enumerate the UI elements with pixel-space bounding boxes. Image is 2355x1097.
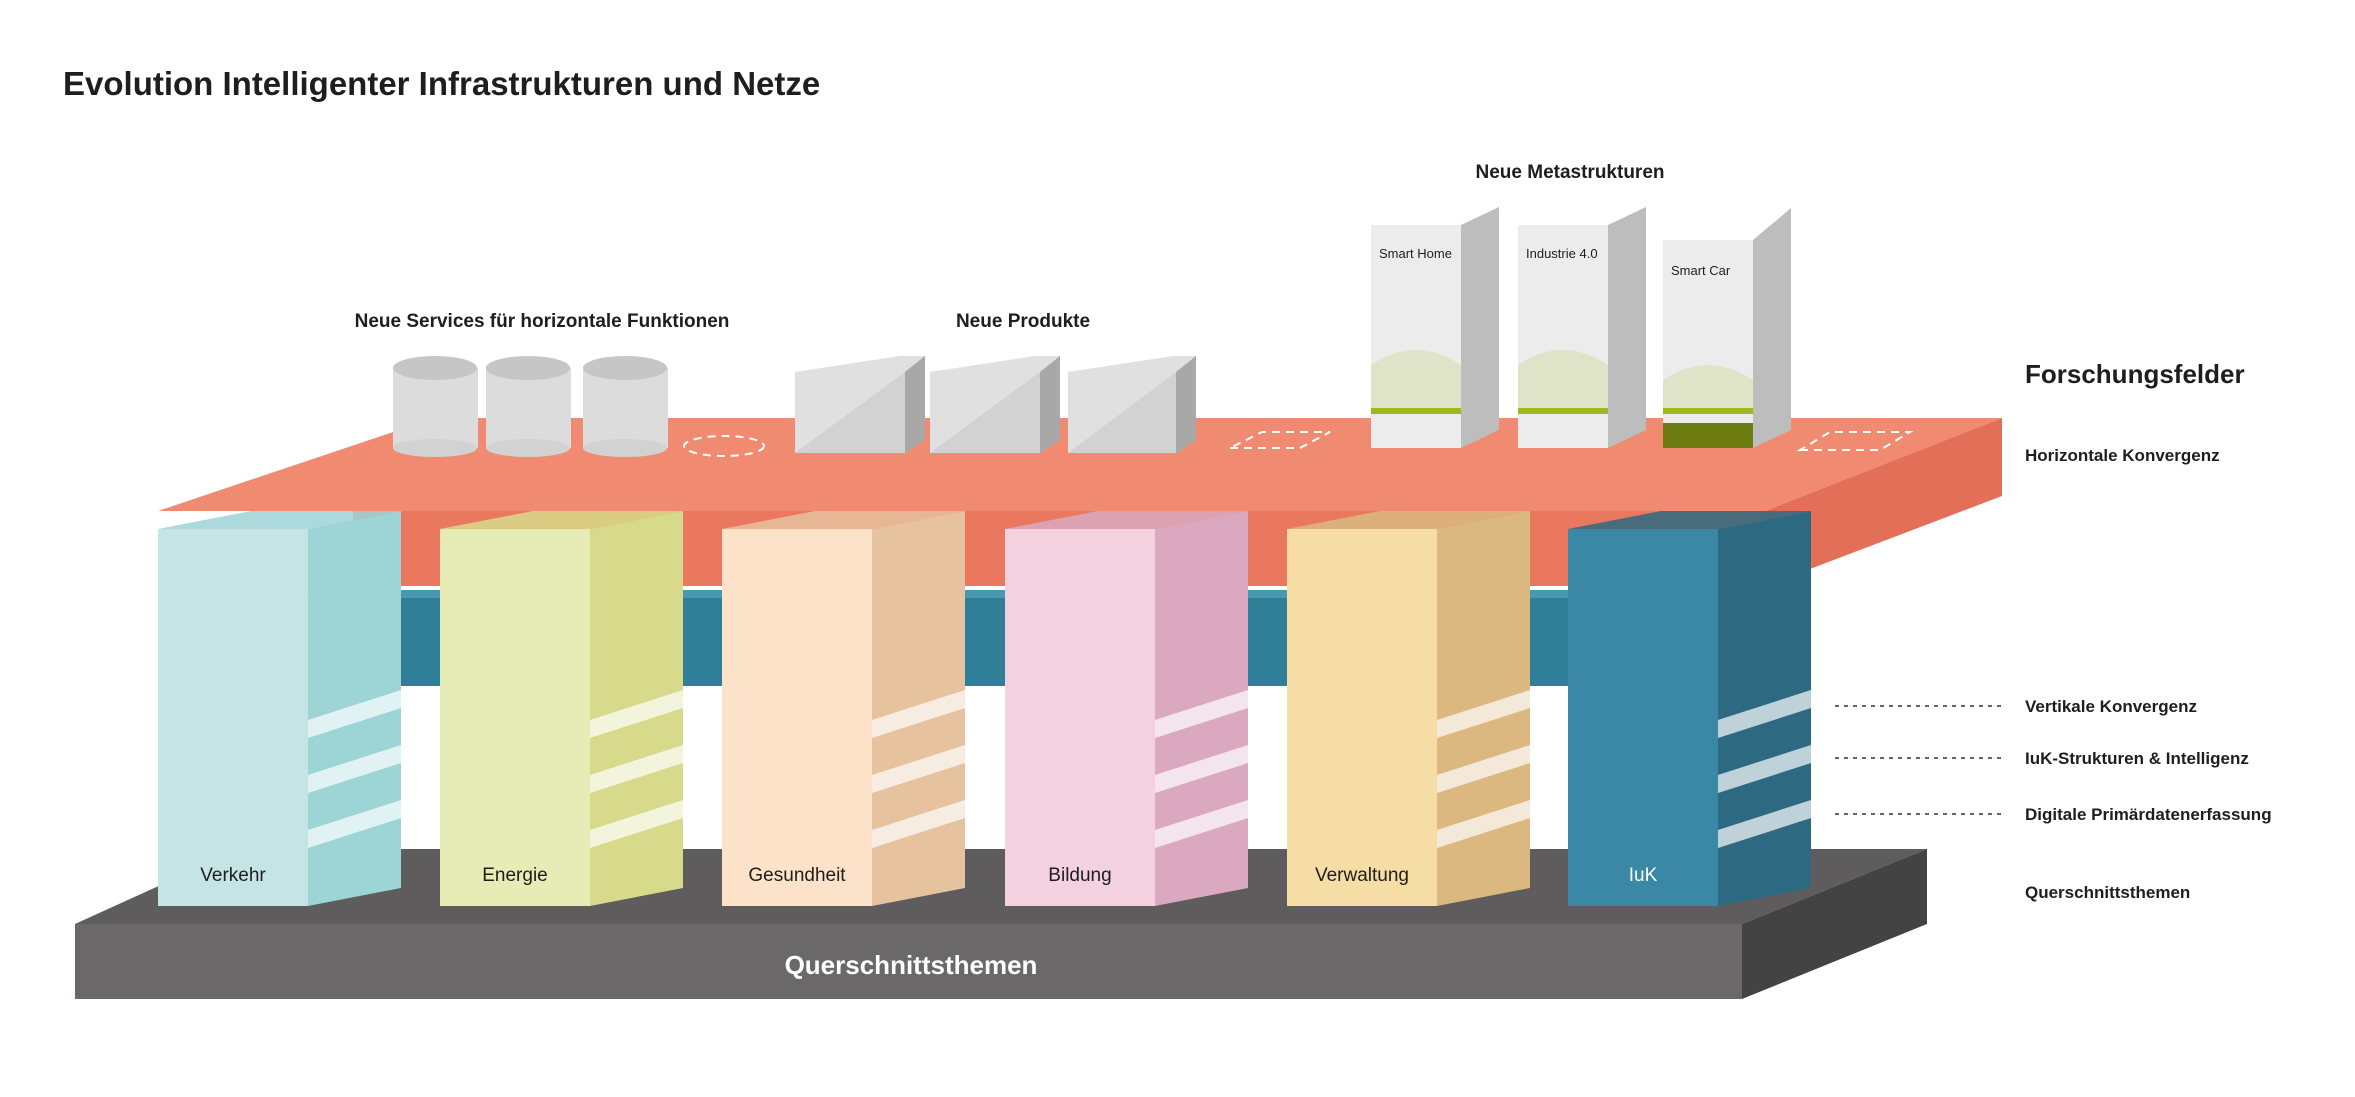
- pillar-top: Energie: [440, 511, 683, 906]
- cylinder-2: [486, 356, 571, 457]
- pillar-label: Verwaltung: [1315, 865, 1409, 886]
- base-label: Querschnittsthemen: [785, 950, 1038, 980]
- cylinder-1: [393, 356, 478, 457]
- pillar-top: Gesundheit: [722, 511, 965, 906]
- pillar-top: Bildung: [1005, 511, 1248, 906]
- pillar-tops: Verkehr Energie Gesundheit Bildung Verwaltun…: [158, 511, 1811, 906]
- meta-tower-2: Industrie 4.0: [1518, 207, 1646, 448]
- meta-tower-3: Smart Car: [1663, 208, 1791, 448]
- products-label: Neue Produkte: [956, 311, 1090, 332]
- prism-3: [1068, 356, 1196, 453]
- pillar-top: Verwaltung: [1287, 511, 1530, 906]
- legend: Forschungsfelder Horizontale Konvergenz …: [1835, 359, 2272, 902]
- page-title: Evolution Intelligenter Infrastrukturen …: [63, 65, 820, 102]
- legend-horizontal: Horizontale Konvergenz: [2025, 446, 2220, 465]
- legend-heading: Forschungsfelder: [2025, 359, 2245, 389]
- pillar-label: Energie: [482, 865, 548, 886]
- cylinder-3: [583, 356, 668, 457]
- meta-tower-label: Industrie 4.0: [1526, 246, 1598, 261]
- legend-primary: Digitale Primärdatenerfassung: [2025, 805, 2272, 824]
- pillar-label: IuK: [1629, 865, 1658, 886]
- pillar-top: IuK: [1568, 511, 1811, 906]
- service-cylinders: [393, 356, 765, 457]
- legend-iuk: IuK-Strukturen & Intelligenz: [2025, 749, 2249, 768]
- legend-vertical: Vertikale Konvergenz: [2025, 697, 2197, 716]
- product-prisms: [795, 356, 1331, 453]
- pillar-label: Bildung: [1048, 865, 1111, 886]
- meta-tower-label: Smart Car: [1671, 263, 1731, 278]
- services-label: Neue Services für horizontale Funktionen: [355, 311, 730, 332]
- meta-tower-1: Smart Home: [1371, 207, 1499, 448]
- legend-cross: Querschnittsthemen: [2025, 883, 2190, 902]
- pillar-top: Verkehr: [158, 511, 401, 906]
- prism-1: [795, 356, 925, 453]
- meta-label: Neue Metastrukturen: [1476, 162, 1665, 183]
- prism-2: [930, 356, 1060, 453]
- pillar-label: Gesundheit: [748, 865, 846, 886]
- meta-tower-label: Smart Home: [1379, 246, 1452, 261]
- pillar-label: Verkehr: [200, 865, 266, 886]
